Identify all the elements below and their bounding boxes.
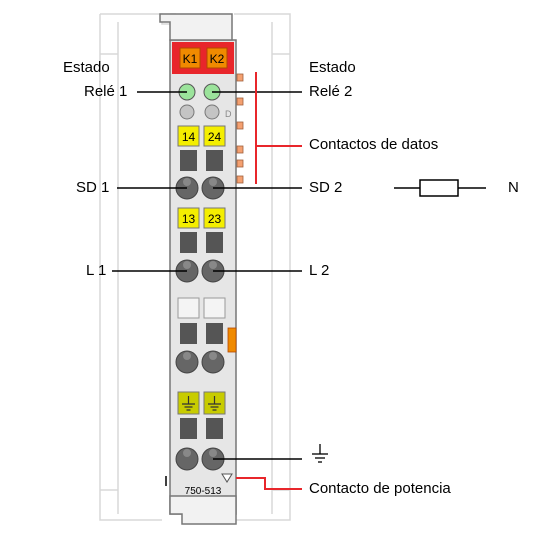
clamp-hole xyxy=(183,352,191,360)
sd1-label: SD 1 xyxy=(76,179,110,196)
estado-left-label: Estado xyxy=(63,59,110,76)
terminal-14-label: 14 xyxy=(182,130,196,144)
clamp-hole xyxy=(209,352,217,360)
terminal-23 xyxy=(203,207,226,229)
clamp-hole xyxy=(209,449,217,457)
release-slot xyxy=(206,232,223,253)
l1-label: L 1 xyxy=(86,262,107,279)
estado-right-label: Estado xyxy=(309,59,356,76)
release-slot xyxy=(206,323,223,344)
power-contact-label: Contacto de potencia xyxy=(309,480,451,497)
terminal-blank-2 xyxy=(203,297,226,319)
rele1-label: Relé 1 xyxy=(84,83,128,100)
led-k1-label: K1 xyxy=(183,52,198,66)
rele2-label: Relé 2 xyxy=(309,83,353,100)
release-slot xyxy=(180,323,197,344)
release-slot xyxy=(180,150,197,171)
release-slot xyxy=(180,418,197,439)
letter-d: D xyxy=(225,109,232,119)
clamp-ground-1 xyxy=(175,447,199,471)
din-rail-frame xyxy=(99,13,291,521)
terminal-23-label: 23 xyxy=(208,212,222,226)
sd2-label: SD 2 xyxy=(309,179,343,196)
status-led-4 xyxy=(204,104,220,120)
terminal-14 xyxy=(177,125,200,147)
clamp-hole xyxy=(183,261,191,269)
status-led-3 xyxy=(179,104,195,120)
data-contacts-label: Contactos de datos xyxy=(309,136,439,153)
clamp xyxy=(201,350,225,374)
resistor-symbol xyxy=(394,179,486,197)
module-bottom-clip xyxy=(169,495,237,525)
terminal-blank-1 xyxy=(177,297,200,319)
clamp-hole xyxy=(183,178,191,186)
power-contact-marker xyxy=(221,473,233,483)
terminal-24-label: 24 xyxy=(208,130,222,144)
n-label: N xyxy=(508,179,519,196)
clamp-hole xyxy=(183,449,191,457)
release-slot xyxy=(180,232,197,253)
release-slot xyxy=(206,150,223,171)
ground-icon xyxy=(182,396,221,411)
module-top-clip xyxy=(159,13,233,41)
power-jumper-contact xyxy=(227,327,237,353)
terminal-24 xyxy=(203,125,226,147)
clamp-hole xyxy=(209,178,217,186)
led-k1 xyxy=(179,47,201,69)
terminal-13-label: 13 xyxy=(182,212,196,226)
clamp-hole xyxy=(209,261,217,269)
l2-label: L 2 xyxy=(309,262,330,279)
part-number: 750-513 xyxy=(185,486,222,497)
red-leaders xyxy=(236,72,302,490)
clamp xyxy=(175,350,199,374)
terminal-13 xyxy=(177,207,200,229)
data-contacts xyxy=(236,73,244,184)
ground-symbol-icon xyxy=(312,444,328,463)
led-k2 xyxy=(206,47,228,69)
led-k2-label: K2 xyxy=(210,52,225,66)
release-slot xyxy=(206,418,223,439)
